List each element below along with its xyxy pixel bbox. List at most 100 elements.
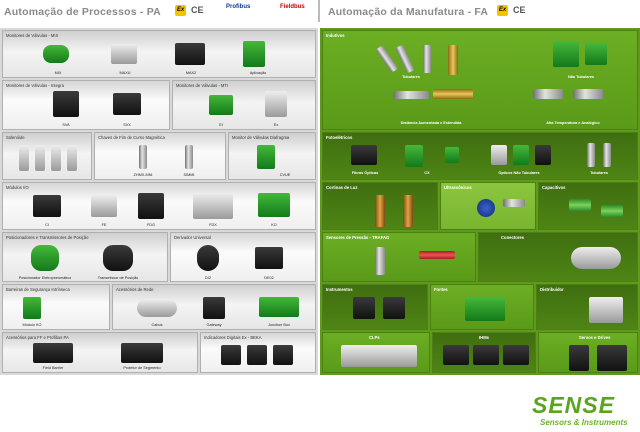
- product-image: [139, 145, 147, 169]
- product-image: [351, 145, 377, 165]
- product-image: [67, 145, 77, 171]
- section-ultrassonicos[interactable]: Ultrassônicos: [440, 182, 536, 230]
- section-title: Posicionadores e Transmissores de Posiçã…: [6, 235, 89, 240]
- product-image: [473, 345, 499, 365]
- section-derivador[interactable]: Derivador Universal DI2 DE02: [170, 232, 316, 282]
- product-image: [585, 43, 607, 65]
- product-image: [247, 345, 267, 365]
- section-title: Acessórios de Rede: [116, 287, 154, 292]
- product-image: [91, 195, 117, 217]
- section-sensores-pressao[interactable]: Sensores de Pressão - TRAFAG: [322, 232, 476, 282]
- section-monitores-mti[interactable]: Monitores de Válvulas - MTI EI Ex: [172, 80, 316, 130]
- product-image: [533, 89, 563, 99]
- product-label: Transmissor de Posição: [97, 276, 139, 280]
- ce-logo: CE: [191, 5, 204, 15]
- section-title: Sensores de Pressão - TRAFAG: [326, 235, 390, 240]
- section-title: Instrumentos: [326, 287, 353, 292]
- product-image: [51, 145, 61, 171]
- product-image: [419, 251, 455, 259]
- section-ihms[interactable]: IHMs: [432, 332, 536, 373]
- section-barreiras[interactable]: Barreiras de Segurança Intrínseca Módulo…: [2, 284, 110, 330]
- section-title: Monitores de Válvulas - MIX: [6, 33, 59, 38]
- section-title: Solenóide: [6, 135, 25, 140]
- product-image: [571, 247, 621, 269]
- section-acessorios-rede[interactable]: Acessórios de Rede Cabos Gateway Junctio…: [112, 284, 316, 330]
- product-image: [175, 43, 205, 65]
- section-title: Derivador Universal: [174, 235, 211, 240]
- product-image: [185, 145, 193, 169]
- section-fontes[interactable]: Fontes: [430, 284, 534, 330]
- product-image: [573, 89, 603, 99]
- product-image: [31, 245, 59, 271]
- header-divider: [318, 0, 320, 22]
- sense-logo: SENSE Sensors & Instruments: [528, 392, 636, 430]
- product-image: [503, 345, 529, 365]
- section-title: Conectores: [501, 235, 525, 240]
- section-title: Ultrassônicos: [444, 185, 472, 190]
- section-indutivos[interactable]: Indutivos Tubulares Não Tubulares Distân…: [322, 30, 638, 130]
- product-image: [393, 91, 429, 99]
- section-indicadores[interactable]: Indicadores Digitais Ex - BEKA: [200, 332, 316, 373]
- product-label: MIX: [54, 71, 62, 75]
- section-title: IHMs: [479, 335, 490, 340]
- product-image: [383, 297, 405, 319]
- product-label: SIMMI: [183, 173, 195, 177]
- product-image: [587, 143, 595, 167]
- section-modulos-io[interactable]: Módulos I/O CI FE FDG FDX KO: [2, 182, 316, 230]
- product-image: [569, 199, 591, 211]
- section-monitores-integra[interactable]: Monitores de Válvulas - Integra SVA SVX: [2, 80, 170, 130]
- product-image: [465, 297, 505, 321]
- product-image: [423, 45, 431, 73]
- section-title: Chaves de Fim de Curso Magnética: [98, 135, 165, 140]
- section-distribuidor[interactable]: Distribuidor: [536, 284, 638, 330]
- product-label: MAXU: [119, 71, 131, 75]
- product-label: CI: [45, 223, 49, 227]
- product-image: [375, 45, 399, 73]
- product-label: MAX2: [185, 71, 197, 75]
- product-label: KO: [271, 223, 277, 227]
- section-monitores-mix[interactable]: Monitores de Válvulas - MIX MIX MAXU MAX…: [2, 30, 316, 78]
- product-image: [569, 345, 589, 371]
- section-title: Indutivos: [326, 33, 345, 38]
- product-label: Cabos: [151, 323, 163, 327]
- product-image: [53, 91, 79, 117]
- product-image: [375, 247, 385, 275]
- section-chaves-fim-curso[interactable]: Chaves de Fim de Curso Magnética ZHMX-MN…: [94, 132, 226, 180]
- product-label: DE02: [264, 276, 274, 280]
- product-image: [395, 44, 415, 74]
- section-title: CLPs: [369, 335, 380, 340]
- product-label: EI: [219, 123, 223, 127]
- section-title: Cortinas de Luz: [326, 185, 358, 190]
- section-title: Barreiras de Segurança Intrínseca: [6, 287, 70, 292]
- product-label: Gateway: [206, 323, 222, 327]
- product-label: Distância Aumentada e Estendida: [400, 121, 462, 125]
- product-label: ZHMX-MNI: [133, 173, 153, 177]
- section-instrumentos[interactable]: Instrumentos: [322, 284, 428, 330]
- product-image: [193, 193, 233, 219]
- section-acessorios-pa[interactable]: Acessórios para FF e Profibus PA Field B…: [2, 332, 198, 373]
- product-image: [265, 91, 287, 117]
- product-image: [19, 145, 29, 171]
- product-image: [138, 193, 164, 219]
- product-label: Ópticos Não Tubulares: [498, 171, 540, 175]
- section-servos-drives[interactable]: Servos e Drives: [538, 332, 638, 373]
- section-posicionadores[interactable]: Posicionadores e Transmissores de Posiçã…: [2, 232, 168, 282]
- section-fotoeletricos[interactable]: Fotoelétricos Fibras Ópticas CX Ópticos …: [322, 132, 638, 180]
- section-capacitivos[interactable]: Capacitivos: [538, 182, 638, 230]
- product-image: [203, 297, 225, 319]
- product-image: [197, 245, 219, 271]
- product-image: [601, 205, 623, 217]
- section-monitor-diafragma[interactable]: Monitor de Válvulas Diafragma CVUE: [228, 132, 316, 180]
- section-clps[interactable]: CLPs: [322, 332, 430, 373]
- product-image: [403, 195, 413, 227]
- product-image: [448, 45, 458, 75]
- product-image: [258, 193, 290, 217]
- product-label: Tubulares: [590, 171, 608, 175]
- product-image: [477, 199, 495, 217]
- product-label: Field Barrier: [42, 366, 64, 370]
- process-automation-panel: Monitores de Válvulas - MIX MIX MAXU MAX…: [0, 28, 318, 375]
- product-label: CX: [424, 171, 430, 175]
- section-solenoide[interactable]: Solenóide: [2, 132, 92, 180]
- section-conectores[interactable]: Conectores: [478, 232, 638, 282]
- section-cortinas-luz[interactable]: Cortinas de Luz: [322, 182, 438, 230]
